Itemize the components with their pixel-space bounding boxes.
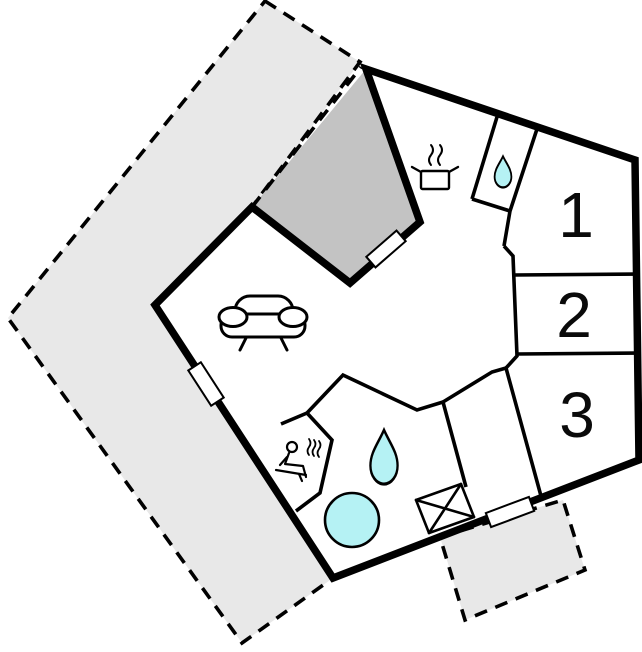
window-covered-terrace bbox=[364, 229, 408, 269]
covered-terrace-area bbox=[252, 69, 420, 283]
crossed-box-icon bbox=[414, 482, 476, 535]
room-labels: 1 2 3 bbox=[556, 179, 595, 451]
building-interior bbox=[155, 69, 639, 578]
bath-water-drop-icon bbox=[369, 426, 399, 486]
wc-water-drop-icon bbox=[493, 154, 513, 189]
room-3-label: 3 bbox=[559, 379, 595, 451]
covered-terrace-dashed-edge bbox=[250, 65, 363, 209]
window-west-wall bbox=[186, 360, 226, 408]
cooking-pot-icon bbox=[410, 144, 460, 191]
hot-tub-icon bbox=[323, 491, 381, 549]
entrance-porch-area bbox=[437, 497, 588, 623]
entrance-door bbox=[484, 495, 536, 529]
sauna-person-icon bbox=[274, 438, 322, 483]
room-1-label: 1 bbox=[558, 179, 594, 251]
windows-and-doors bbox=[186, 229, 536, 529]
sofa-icon bbox=[217, 294, 309, 352]
room-2-label: 2 bbox=[556, 279, 592, 351]
interior-walls bbox=[280, 116, 641, 513]
